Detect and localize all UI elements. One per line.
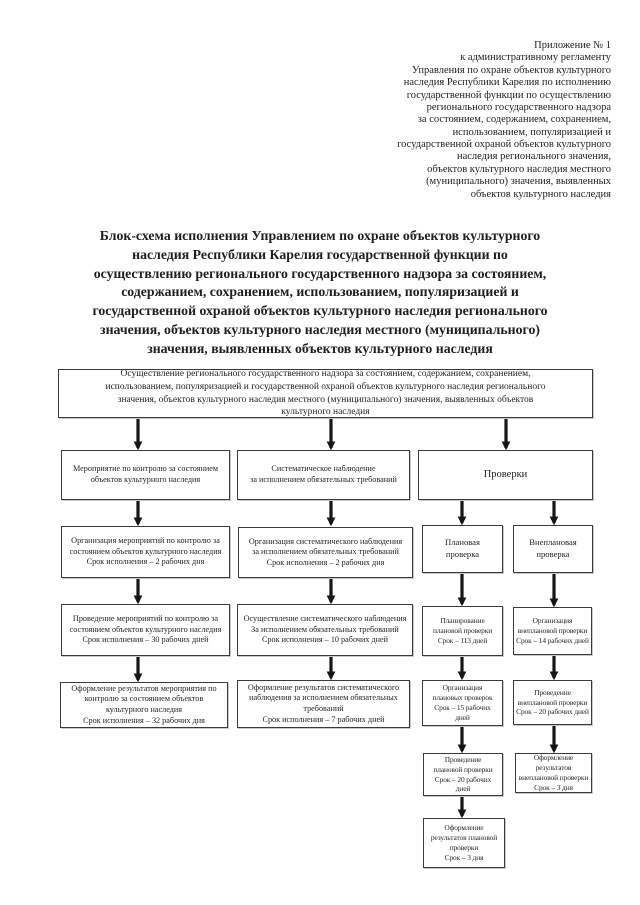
flow-node-org-control-measures: Организация мероприятий по контролю за с… — [61, 526, 230, 578]
flow-node-regional-supervision: Осуществление регионального государствен… — [58, 369, 593, 418]
flow-node-results-unplanned-inspection: Оформление результатов внеплановой прове… — [515, 753, 592, 793]
flow-node-conduct-planned-inspection: Проведение плановой проверки Срок – 20 р… — [423, 753, 503, 796]
flow-node-conduct-control-measures: Проведение мероприятий по контролю за со… — [61, 604, 230, 656]
appendix-note: Приложение № 1 к административному регла… — [397, 40, 611, 200]
flow-node-control-measure: Мероприятие по контролю за состоянием об… — [61, 450, 230, 500]
flow-node-org-planned-inspections: Организация плановых проверок Срок – 15 … — [422, 680, 503, 726]
flow-node-planned-inspection: Плановая проверка — [422, 525, 503, 573]
flow-node-org-unplanned-inspection: Организация внеплановой проверки Срок – … — [513, 607, 592, 655]
flow-node-conduct-observation: Осуществление систематического наблюдени… — [237, 604, 413, 656]
document-title: Блок-схема исполнения Управлением по охр… — [92, 228, 548, 356]
flow-node-inspections: Проверки — [418, 450, 593, 500]
flow-node-results-observation: Оформление результатов систематического … — [237, 680, 410, 728]
flow-node-conduct-unplanned-inspection: Проведение внеплановой проверки Срок – 2… — [513, 680, 592, 725]
flow-node-org-observation: Организация систематического наблюдения … — [238, 527, 413, 578]
flow-node-results-planned-inspection: Оформление результатов плановой проверки… — [423, 818, 505, 868]
flow-node-systematic-observation: Систематическое наблюдение за исполнение… — [237, 450, 410, 500]
flow-node-plan-planned-inspection: Планирование плановой проверки Срок – 11… — [422, 606, 503, 656]
flow-node-results-control-measure: Оформление результатов мероприятия по ко… — [60, 682, 228, 728]
flow-node-unplanned-inspection: Внеплановая проверка — [513, 525, 593, 573]
